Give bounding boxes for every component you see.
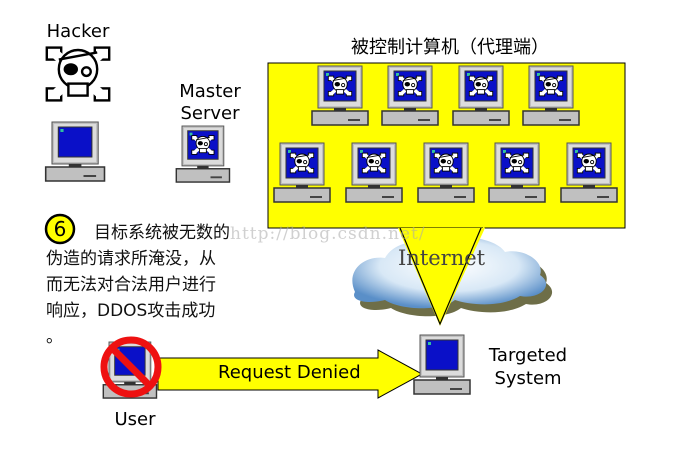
agent-computer-icon: [453, 66, 509, 125]
request-denied-label: Request Denied: [218, 362, 361, 383]
internet-label: Internet: [398, 246, 486, 270]
description-line: 而无法对合法用户进行: [46, 275, 216, 295]
targeted-system-label-line1: Targeted: [488, 345, 568, 366]
agents-title: 被控制计算机（代理端）: [351, 37, 549, 58]
master-server-label-line1: Master: [179, 81, 241, 102]
agent-computer-icon: [274, 143, 330, 202]
agent-computer-icon: [312, 66, 368, 125]
agent-computer-icon: [382, 66, 438, 125]
agent-computer-icon: [418, 143, 474, 202]
description-line: 响应，DDOS攻击成功: [46, 301, 216, 321]
step-number-badge: [44, 213, 76, 245]
forbidden-icon: [100, 336, 162, 398]
master-server-icon: [176, 126, 229, 182]
hacker-label: Hacker: [46, 21, 110, 42]
hacker-computer-icon: [44, 121, 106, 182]
agent-computer-icon: [561, 143, 617, 202]
user-label: User: [114, 409, 156, 430]
request-denied-arrow: [157, 349, 424, 399]
targeted-system-icon: [413, 334, 471, 395]
step-number: 6: [53, 217, 67, 241]
agent-computer-icon: [523, 66, 579, 125]
description-line: 。: [46, 327, 63, 347]
targeted-system-label-line2: System: [494, 368, 562, 389]
master-server-label-line2: Server: [180, 103, 240, 124]
description-line: 伪造的请求所淹没，从: [46, 249, 216, 269]
watermark: http://blog.csdn.net/: [230, 224, 426, 244]
agent-computer-icon: [346, 143, 402, 202]
hacker-skull-icon: [47, 48, 109, 101]
description-line: 目标系统被无数的: [94, 223, 230, 243]
step-description: 目标系统被无数的 伪造的请求所淹没，从 而无法对合法用户进行 响应，DDOS攻击…: [46, 220, 276, 350]
agent-computer-icon: [489, 143, 545, 202]
